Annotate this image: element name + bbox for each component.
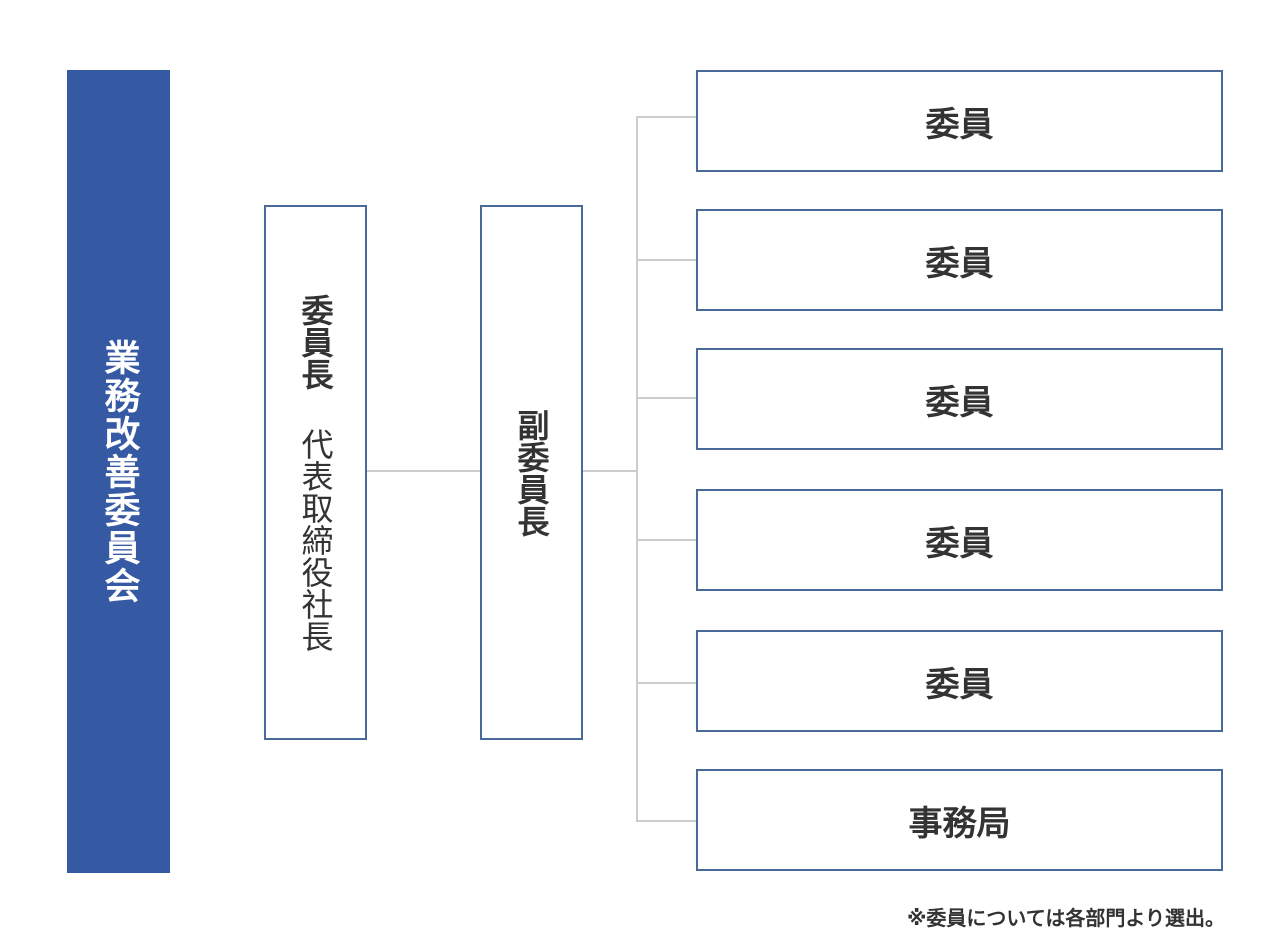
committee-title-bar: 業務改善委員会 — [67, 70, 170, 873]
chair-box: 委員長 代表取締役社長 — [264, 205, 367, 740]
member-box: 委員 — [696, 630, 1223, 732]
branch-connector — [636, 397, 696, 399]
member-label: 委員 — [925, 382, 994, 423]
member-label: 委員 — [925, 243, 994, 284]
trunk-connector — [636, 116, 638, 822]
vice-to-trunk-connector — [583, 470, 638, 472]
member-box: 委員 — [696, 70, 1223, 172]
branch-connector — [636, 259, 696, 261]
member-label: 委員 — [925, 664, 994, 705]
secretariat-label: 事務局 — [908, 803, 1011, 844]
member-box: 委員 — [696, 209, 1223, 311]
footnote: ※委員については各部門より選出。 — [906, 906, 1225, 930]
chair-name: 代表取締役社長 — [296, 427, 335, 652]
member-box: 委員 — [696, 348, 1223, 450]
branch-connector — [636, 539, 696, 541]
member-label: 委員 — [925, 523, 994, 564]
branch-connector — [636, 682, 696, 684]
vice-chair-box: 副委員長 — [480, 205, 583, 740]
vice-chair-role: 副委員長 — [512, 408, 551, 537]
member-label: 委員 — [925, 104, 994, 145]
chair-to-vice-connector — [367, 470, 480, 472]
chair-role: 委員長 — [296, 293, 335, 390]
member-box: 委員 — [696, 489, 1223, 591]
committee-title: 業務改善委員会 — [98, 338, 140, 605]
branch-connector — [636, 116, 696, 118]
branch-connector — [636, 820, 696, 822]
secretariat-box: 事務局 — [696, 769, 1223, 871]
